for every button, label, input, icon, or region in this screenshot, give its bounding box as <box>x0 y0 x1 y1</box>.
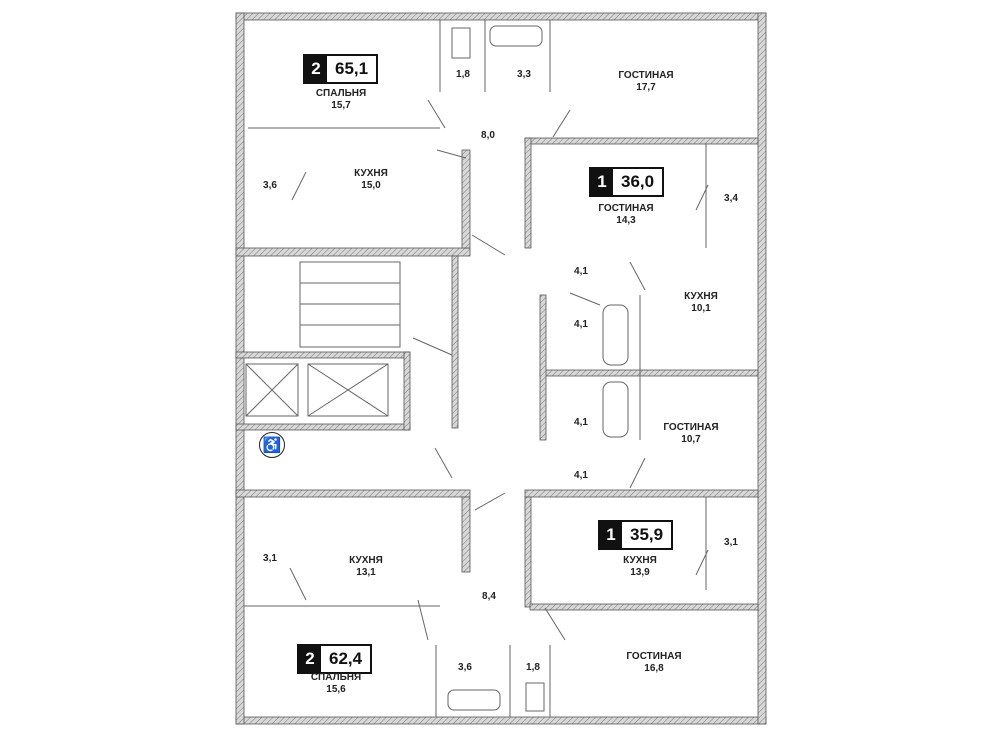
total-area: 35,9 <box>630 525 664 544</box>
room-area-label: 3,4 <box>724 193 738 204</box>
apartment-badge-1: 2 65,1 <box>303 54 379 84</box>
room-name: КУХНЯ <box>349 555 383 566</box>
total-area: 36,0 <box>621 172 655 191</box>
wheelchair-icon: ♿ <box>259 432 285 458</box>
room-area: 13,1 <box>356 567 376 578</box>
room-name: ГОСТИНАЯ <box>663 422 719 433</box>
room-area: 14,3 <box>616 215 636 226</box>
room-name: КУХНЯ <box>684 291 718 302</box>
room-area: 10,7 <box>681 434 701 445</box>
room-area-label: 3,3 <box>517 69 531 80</box>
rooms-count: 2 <box>305 56 327 82</box>
total-area: 62,4 <box>329 649 363 668</box>
room-area: 16,8 <box>644 663 664 674</box>
walls <box>235 12 767 725</box>
room-area-label: 3,1 <box>263 553 277 564</box>
room-area-label: 3,6 <box>458 662 472 673</box>
room-name: СПАЛЬНЯ <box>310 672 362 683</box>
room-area-label: 1,8 <box>526 662 540 673</box>
rooms-count: 1 <box>591 169 613 195</box>
apartment-badge-4: 2 62,4 <box>297 644 373 674</box>
room-area: 17,7 <box>636 82 656 93</box>
rooms-count: 1 <box>600 522 622 548</box>
room-area-label: 1,8 <box>456 69 470 80</box>
rooms-count: 2 <box>299 646 321 672</box>
room-name: ГОСТИНАЯ <box>626 651 682 662</box>
room-area: 15,6 <box>326 684 346 695</box>
apartment-badge-3: 1 35,9 <box>598 520 674 550</box>
total-area: 65,1 <box>335 59 369 78</box>
room-area-label: 8,0 <box>481 130 495 141</box>
room-name: ГОСТИНАЯ <box>598 203 654 214</box>
room-name: ГОСТИНАЯ <box>618 70 674 81</box>
room-area-label: 4,1 <box>574 470 588 481</box>
room-area: 10,1 <box>691 303 711 314</box>
room-name: СПАЛЬНЯ <box>315 88 367 99</box>
room-area-label: 4,1 <box>574 319 588 330</box>
room-area-label: 8,4 <box>482 591 496 602</box>
room-area-label: 4,1 <box>574 266 588 277</box>
room-name: КУХНЯ <box>354 168 388 179</box>
room-name: КУХНЯ <box>623 555 657 566</box>
room-area-label: 3,1 <box>724 537 738 548</box>
room-area-label: 3,6 <box>263 180 277 191</box>
room-area: 15,7 <box>331 100 351 111</box>
room-area: 13,9 <box>630 567 650 578</box>
room-area: 15,0 <box>361 180 381 191</box>
apartment-badge-2: 1 36,0 <box>589 167 665 197</box>
room-area-label: 4,1 <box>574 417 588 428</box>
